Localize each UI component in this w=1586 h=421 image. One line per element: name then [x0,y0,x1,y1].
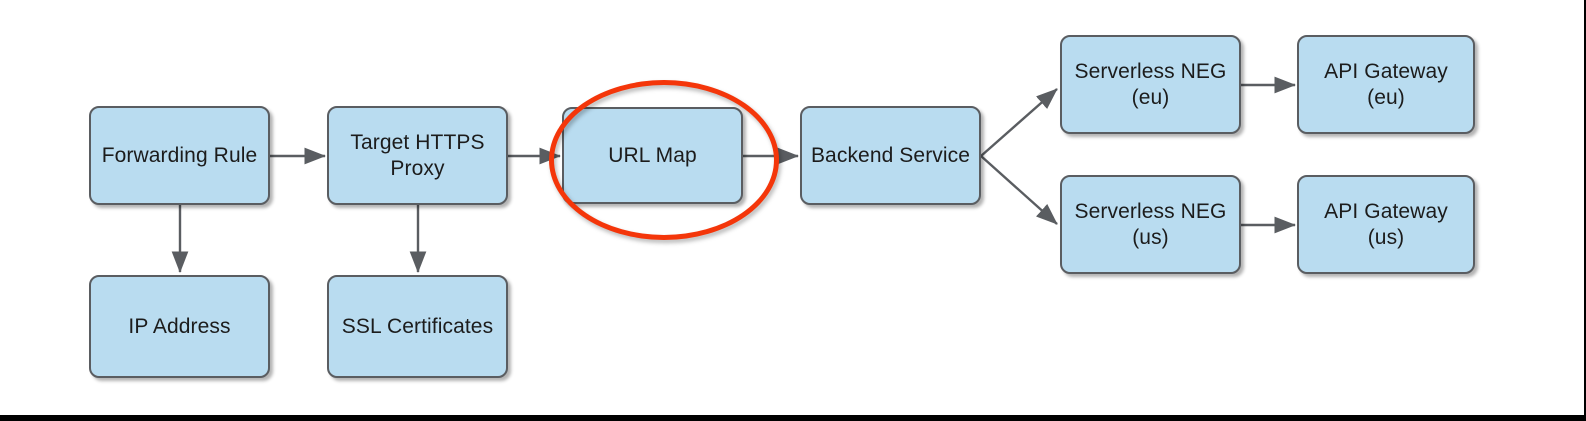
node-target-https-proxy[interactable]: Target HTTPS Proxy [327,106,508,205]
node-label: SSL Certificates [341,314,494,338]
node-label: Serverless NEG (eu) [1074,59,1227,109]
node-label: Serverless NEG (us) [1074,199,1227,249]
node-label: Target HTTPS Proxy [350,130,485,180]
node-label: API Gateway (eu) [1324,59,1448,109]
node-backend-service[interactable]: Backend Service [800,106,981,205]
node-serverless-neg-us[interactable]: Serverless NEG (us) [1060,175,1241,274]
url-map-highlight-ellipse [549,80,779,240]
node-api-gateway-us[interactable]: API Gateway (us) [1297,175,1475,274]
node-api-gateway-eu[interactable]: API Gateway (eu) [1297,35,1475,134]
node-label: Forwarding Rule [101,143,258,167]
node-forwarding-rule[interactable]: Forwarding Rule [89,106,270,205]
edge-backend-service-to-serverless-neg-eu [980,88,1058,157]
edge-backend-service-to-serverless-neg-us [980,155,1058,225]
node-label: Backend Service [810,143,971,167]
node-ssl-certificates[interactable]: SSL Certificates [327,275,508,378]
node-label: IP Address [128,314,231,338]
node-serverless-neg-eu[interactable]: Serverless NEG (eu) [1060,35,1241,134]
node-label: API Gateway (us) [1324,199,1448,249]
node-ip-address[interactable]: IP Address [89,275,270,378]
